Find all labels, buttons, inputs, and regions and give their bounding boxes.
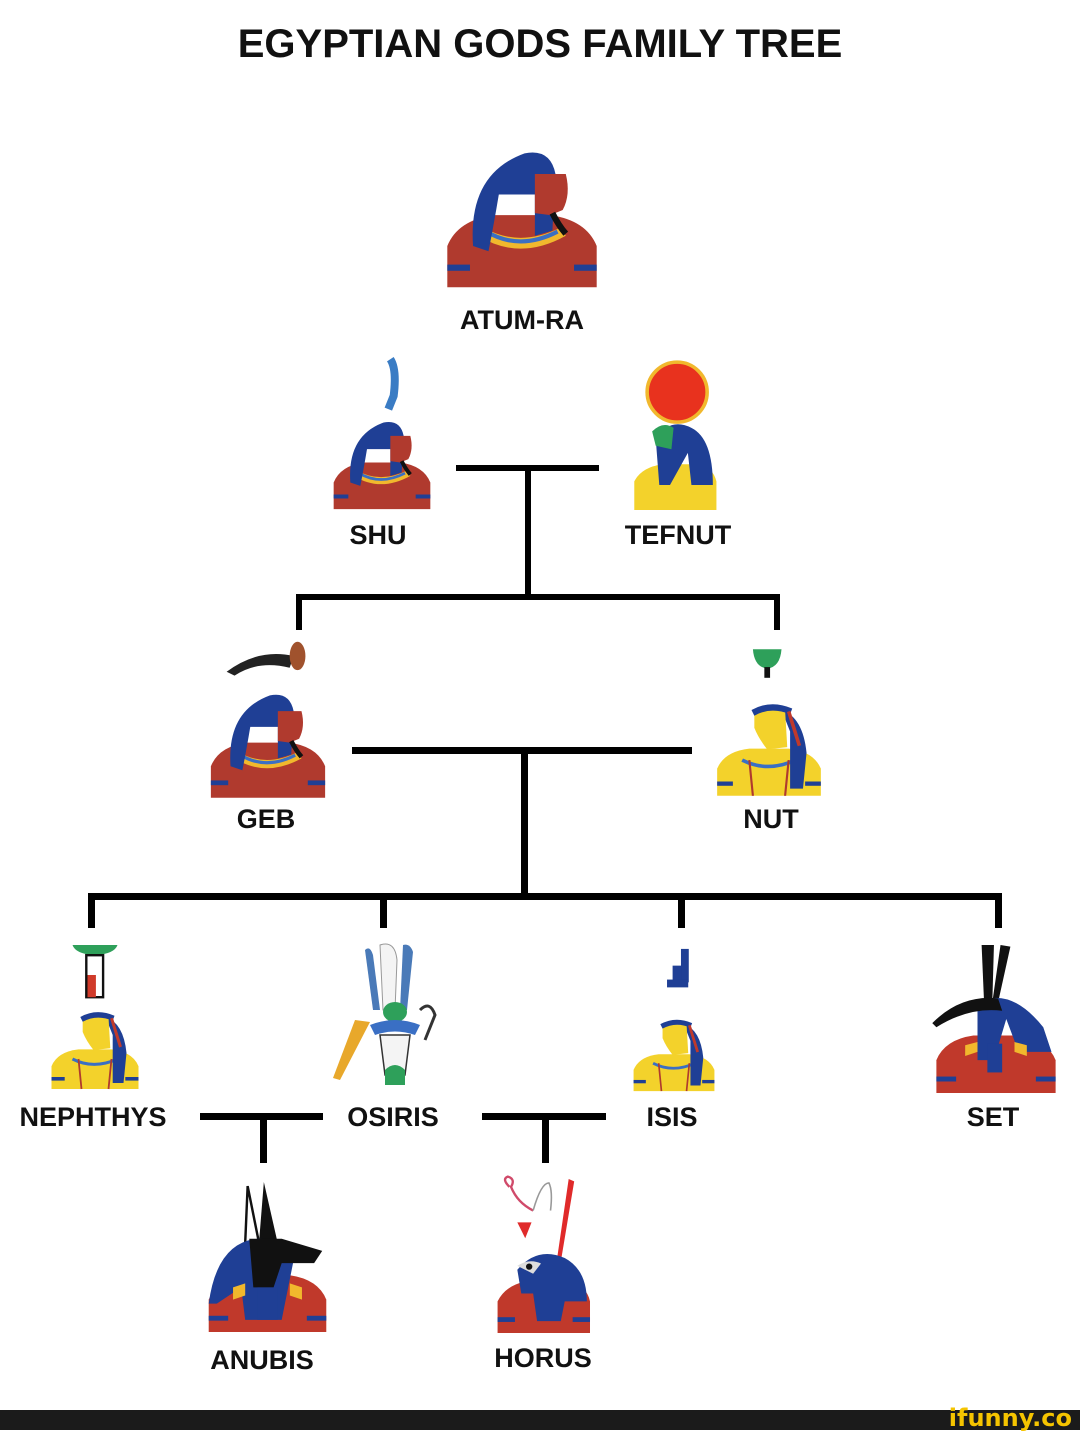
horus-figure (497, 1175, 591, 1333)
page-title: EGYPTIAN GODS FAMILY TREE (237, 22, 843, 66)
label-atum-ra: ATUM-RA (460, 305, 584, 335)
descent-line-geb-nut (521, 747, 528, 897)
isis-figure (632, 948, 716, 1093)
drop-line-nephthys (88, 893, 95, 928)
label-tefnut: TEFNUT (624, 520, 732, 550)
label-horus: HORUS (494, 1343, 592, 1373)
ifunny-watermark: ifunny.co (948, 1404, 1072, 1432)
label-anubis: ANUBIS (210, 1345, 314, 1375)
drop-line-osiris (380, 893, 387, 928)
tefnut-figure (634, 360, 717, 510)
footer-bar: ifunny.co (0, 1404, 1080, 1432)
label-geb: GEB (236, 804, 296, 834)
drop-line-geb (296, 594, 302, 630)
label-shu: SHU (349, 520, 407, 550)
osiris-figure (333, 943, 437, 1085)
label-isis: ISIS (646, 1102, 698, 1132)
nut-figure (715, 649, 823, 798)
label-set: SET (966, 1102, 1020, 1132)
sibling-bar-children (88, 893, 1002, 900)
descent-line-horus (542, 1113, 549, 1163)
label-osiris: OSIRIS (347, 1102, 439, 1132)
label-nephthys: NEPHTHYS (19, 1102, 167, 1132)
nephthys-figure (50, 945, 140, 1091)
drop-line-nut (774, 594, 780, 630)
label-nut: NUT (743, 804, 799, 834)
drop-line-set (995, 893, 1002, 928)
sibling-bar-geb-nut (296, 594, 780, 600)
descent-line-anubis (260, 1113, 267, 1163)
shu-figure (331, 356, 433, 510)
descent-line-shu-tefnut (525, 465, 531, 598)
anubis-figure (208, 1182, 327, 1332)
set-figure (932, 945, 1056, 1093)
atum-ra-figure (437, 120, 607, 300)
geb-figure (203, 641, 333, 798)
drop-line-isis (678, 893, 685, 928)
